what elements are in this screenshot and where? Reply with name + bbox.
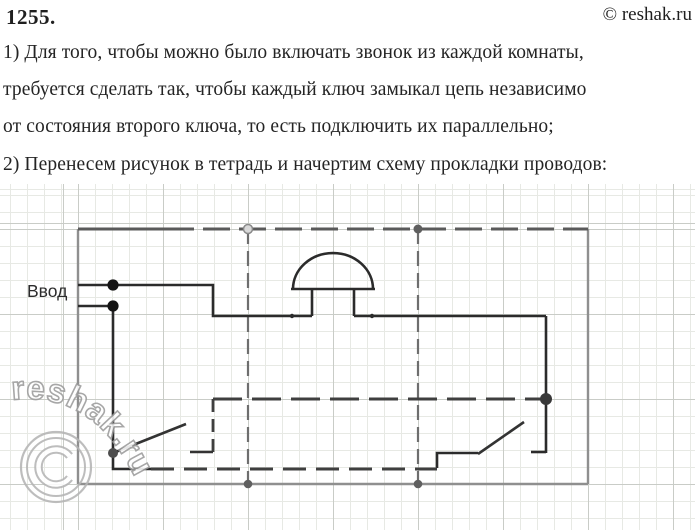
- bottom-wall-dot-right: [413, 479, 423, 489]
- left-drop-wire: [111, 306, 151, 471]
- house-walls: [76, 229, 590, 486]
- watermark-text: reshak.ru: [10, 369, 162, 482]
- top-wall-dot-left: [242, 223, 254, 235]
- switch-left-icon: [112, 422, 213, 455]
- switch-left-blade: [112, 422, 187, 455]
- graph-paper-background: [0, 184, 695, 530]
- wires-hidden-dashed: [151, 397, 546, 471]
- entry-terminal-dot-top: [107, 279, 119, 291]
- solution-line-1: 1) Для того, чтобы можно было включать з…: [3, 42, 584, 63]
- entry-top-wire: [78, 283, 312, 318]
- solution-line-2: требуется сделать так, чтобы каждый ключ…: [3, 79, 587, 101]
- switch-right-icon: [477, 420, 525, 456]
- bell-icon: [291, 251, 375, 316]
- bottom-wall-dot-left: [243, 479, 253, 489]
- problem-number: 1255.: [6, 5, 56, 29]
- solution-text: 1) Для того, чтобы можно было включать з…: [3, 34, 695, 183]
- left-switch-pivot-dot: [108, 448, 118, 458]
- bell-dome: [291, 251, 375, 290]
- interior-partitions: [246, 229, 420, 484]
- site-copyright: © reshak.ru: [602, 4, 692, 25]
- top-wall-dot-right: [413, 224, 423, 234]
- entry-terminal-dot-bottom: [107, 300, 119, 312]
- right-switch-feed-wire: [435, 451, 478, 468]
- entry-label: Ввод: [27, 281, 67, 301]
- switch-right-blade: [477, 420, 525, 456]
- bell-left-connection-dot: [289, 313, 295, 319]
- junction-dots: [107, 223, 552, 489]
- right-junction-dot: [540, 393, 552, 405]
- wires-solid: [78, 283, 548, 471]
- bell-right-connection-dot: [369, 313, 375, 319]
- watermark-copyright-icon: [19, 430, 93, 504]
- watermark: reshak.ru: [9, 368, 162, 504]
- solution-line-3: от состояния второго ключа, то есть подк…: [3, 116, 554, 138]
- solution-line-4: 2) Перенесем рисунок в тетрадь и начерти…: [3, 153, 608, 175]
